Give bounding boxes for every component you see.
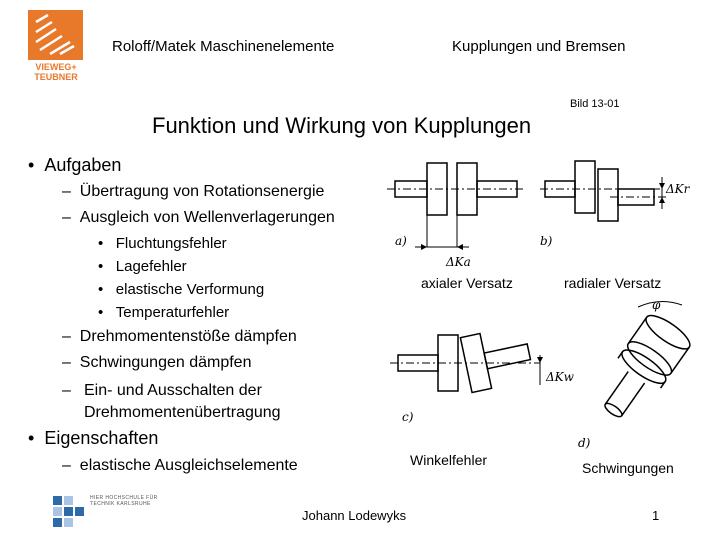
bullet-aufgaben: • Aufgaben — [28, 155, 122, 175]
list-item-text: elastische Ausgleichselemente — [79, 457, 298, 474]
figure-a-label: a) — [395, 234, 407, 248]
list-item: – Schwingungen dämpfen — [62, 354, 252, 371]
list-item-text: Ein- und Ausschalten der Drehmomentenübe… — [84, 382, 281, 421]
caption-angular: Winkelfehler — [410, 452, 488, 468]
sub-list-item: • Temperaturfehler — [98, 304, 230, 321]
footer-author: Johann Lodewyks — [302, 508, 407, 523]
figure-vibration — [604, 301, 691, 418]
list-item: – Ausgleich von Wellenverlagerungen — [62, 209, 335, 226]
list-item: – Drehmomentenstöße dämpfen — [62, 328, 297, 345]
phi-label: φ — [652, 298, 661, 312]
sub-list-item-text: Temperaturfehler — [115, 304, 230, 321]
delta-ka-label: ΔKa — [446, 255, 471, 269]
list-item: –Ein- und Ausschalten der Drehmomentenüb… — [62, 380, 332, 424]
school-logo: HIER HOCHSCHULE FÜR TECHNIK KARLSRUHE — [90, 495, 158, 507]
delta-kw-label: ΔKw — [546, 370, 574, 384]
sub-list-item: • Lagefehler — [98, 258, 187, 275]
list-item-text: Übertragung von Rotationsenergie — [79, 183, 325, 200]
list-item-text: Ausgleich von Wellenverlagerungen — [79, 209, 335, 226]
page-number: 1 — [652, 508, 660, 523]
slide-title: Funktion und Wirkung von Kupplungen — [152, 113, 532, 138]
figure-angular-offset — [390, 332, 543, 394]
sub-list-item: • elastische Verformung — [98, 281, 265, 298]
header-left-title: Roloff/Matek Maschinenelemente — [112, 38, 335, 55]
sub-list-item-text: elastische Verformung — [115, 281, 265, 298]
figure-d-label: d) — [578, 436, 591, 450]
bullet-eigenschaften: • Eigenschaften — [28, 428, 159, 448]
sub-list-item-text: Fluchtungsfehler — [115, 235, 227, 252]
school-logo-mark — [53, 496, 84, 527]
sub-list-item: • Fluchtungsfehler — [98, 235, 227, 252]
figure-c-label: c) — [402, 410, 414, 424]
caption-radial: radialer Versatz — [564, 275, 662, 291]
list-item: – Übertragung von Rotationsenergie — [62, 183, 325, 200]
caption-axial: axialer Versatz — [421, 275, 513, 291]
header-right-title: Kupplungen und Bremsen — [452, 38, 626, 55]
sub-list-item-text: Lagefehler — [115, 258, 187, 275]
figure-b-label: b) — [540, 234, 553, 248]
bullet-label: Eigenschaften — [44, 428, 159, 448]
publisher-logo: VIEWEG+ TEUBNER — [34, 62, 78, 82]
list-item-text: Drehmomentenstöße dämpfen — [79, 328, 297, 345]
bullet-label: Aufgaben — [44, 155, 122, 175]
list-item: – elastische Ausgleichselemente — [62, 457, 298, 474]
list-item-text: Schwingungen dämpfen — [79, 354, 252, 371]
delta-kr-label: ΔKr — [666, 182, 690, 196]
caption-vibration: Schwingungen — [582, 460, 674, 476]
publisher-logo-mark — [28, 10, 83, 60]
figure-radial-offset — [540, 160, 668, 222]
figure-axial-offset — [387, 162, 525, 250]
figure-reference: Bild 13-01 — [570, 98, 620, 110]
